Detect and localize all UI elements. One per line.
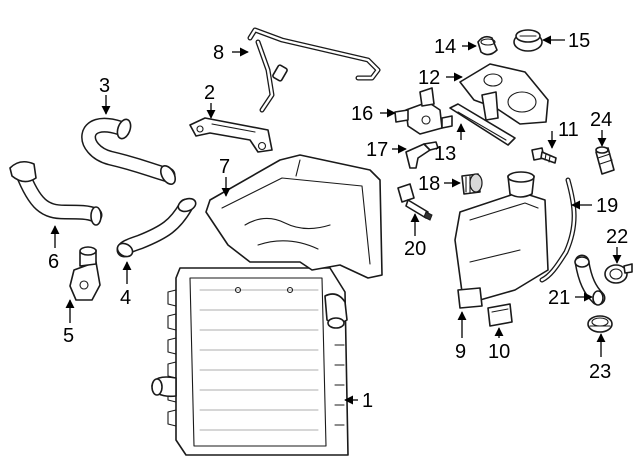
pressure-cap xyxy=(513,29,543,52)
trim-panel xyxy=(449,103,516,146)
callout-6: 6 xyxy=(48,251,59,273)
fan-shroud xyxy=(205,154,383,279)
callout-1: 1 xyxy=(362,390,373,412)
tank-bracket xyxy=(459,63,549,125)
callout-22: 22 xyxy=(606,226,628,248)
hose-fitting xyxy=(461,173,483,195)
callout-14: 14 xyxy=(434,36,456,58)
callout-17: 17 xyxy=(366,139,388,161)
callout-2: 2 xyxy=(204,82,215,104)
callout-8: 8 xyxy=(213,42,224,64)
callout-24: 24 xyxy=(590,109,612,131)
bolt xyxy=(531,147,557,164)
callout-11: 11 xyxy=(558,119,579,141)
callout-4: 4 xyxy=(120,287,131,309)
temperature-sensor xyxy=(397,183,433,221)
radiator xyxy=(151,267,349,456)
expansion-tank xyxy=(454,171,549,309)
overflow-hose xyxy=(539,177,577,283)
callout-labels: 1 2 3 4 5 6 7 8 9 10 11 12 13 14 15 16 1… xyxy=(48,30,628,412)
callout-9: 9 xyxy=(455,341,466,363)
bracket xyxy=(189,117,273,153)
bypass-hose xyxy=(9,160,103,226)
hose-clamp xyxy=(604,263,633,284)
callout-7: 7 xyxy=(219,156,230,178)
leader-lines xyxy=(50,35,622,405)
callout-20: 20 xyxy=(404,238,426,260)
level-sensor xyxy=(487,303,513,327)
retaining-clip xyxy=(405,141,439,169)
callout-3: 3 xyxy=(99,75,110,97)
upper-radiator-hose xyxy=(81,117,177,185)
callout-13: 13 xyxy=(434,143,456,165)
callout-18: 18 xyxy=(418,173,440,195)
callout-23: 23 xyxy=(589,361,611,383)
callout-12: 12 xyxy=(418,67,440,89)
small-cap xyxy=(477,35,498,56)
lower-radiator-hose xyxy=(116,197,197,258)
large-hose-clamp xyxy=(587,315,613,333)
control-valve xyxy=(394,87,453,135)
callout-19: 19 xyxy=(596,195,618,217)
callout-10: 10 xyxy=(488,341,510,363)
callout-16: 16 xyxy=(351,103,373,125)
hose-elbow xyxy=(574,254,606,306)
vent-tube xyxy=(247,27,381,113)
hose-connector xyxy=(595,146,615,175)
callout-21: 21 xyxy=(548,287,570,309)
thermostat-housing xyxy=(69,246,101,301)
callout-15: 15 xyxy=(568,30,590,52)
callout-5: 5 xyxy=(63,325,74,347)
